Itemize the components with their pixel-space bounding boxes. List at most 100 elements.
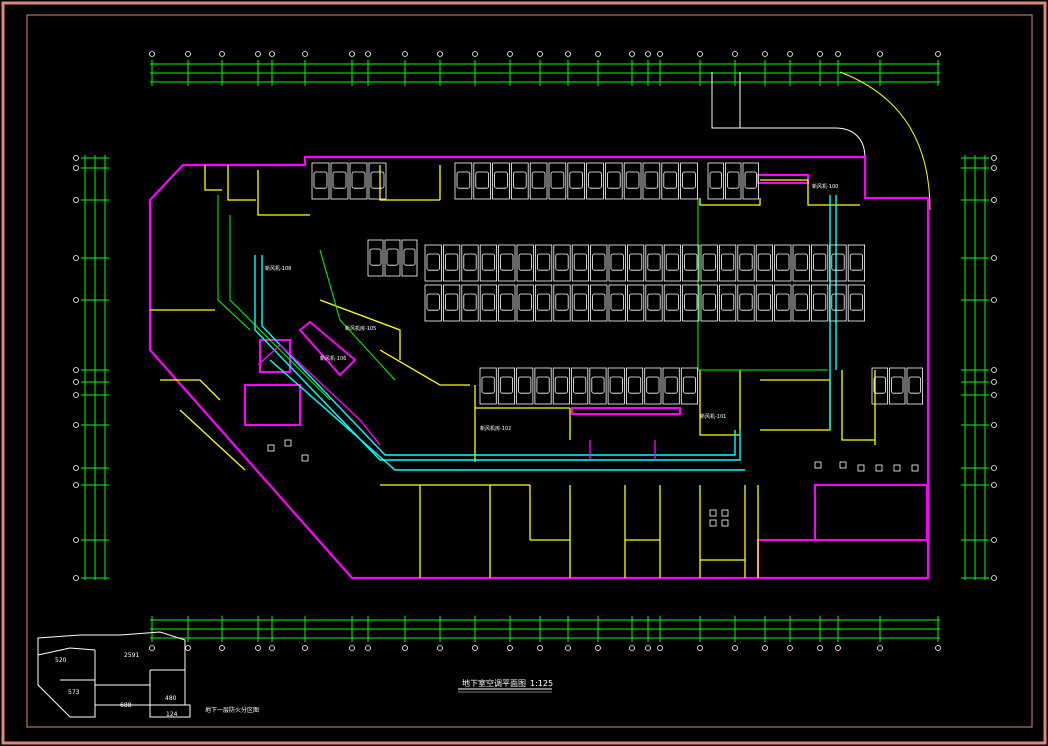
parking-stall	[719, 284, 737, 322]
axis-bubble	[762, 51, 768, 57]
axis-bubble	[991, 165, 997, 171]
axis-bubble	[269, 645, 275, 651]
parking-stall	[661, 162, 679, 200]
room-label-101: 新风机-101	[700, 413, 726, 420]
parking-stall	[330, 162, 349, 200]
axis-bubble	[732, 51, 738, 57]
parking-stalls	[311, 162, 923, 405]
key-plan-zone-labels: 520 2591 573 688 480 124	[55, 652, 178, 718]
column	[721, 509, 729, 517]
structure-lines	[217, 195, 828, 401]
parking-stall	[548, 162, 567, 200]
parking-stall	[682, 284, 700, 322]
axis-bubble	[185, 51, 191, 57]
building-outline	[148, 155, 930, 580]
main-ac-duct	[254, 195, 837, 471]
parking-stall	[682, 244, 700, 282]
axis-bubble	[73, 297, 79, 303]
column	[709, 509, 717, 517]
zone-label-688: 688	[120, 702, 132, 709]
axis-bubble	[697, 51, 703, 57]
parking-stall	[627, 284, 645, 322]
parking-stall	[571, 367, 589, 405]
axis-bubble	[349, 645, 355, 651]
axis-bubble	[877, 645, 883, 651]
column	[709, 519, 717, 527]
parking-stall	[829, 244, 847, 282]
parking-stall	[442, 244, 461, 282]
axis-bubble	[787, 645, 793, 651]
column	[875, 464, 883, 472]
axis-bubble	[991, 155, 997, 161]
parking-stall	[605, 162, 623, 200]
parking-stall	[680, 367, 698, 405]
axis-bubble	[991, 537, 997, 543]
axis-bubble	[73, 255, 79, 261]
axis-bubble	[472, 51, 478, 57]
axis-bubble	[991, 575, 997, 581]
room-label-100: 新风机-100	[812, 183, 838, 190]
zone-label-480: 480	[165, 695, 177, 702]
parking-stall	[774, 244, 792, 282]
zone-label-573: 573	[68, 689, 80, 696]
parking-stall	[906, 367, 923, 405]
axis-bubble	[302, 51, 308, 57]
room-label-106: 新风机-106	[320, 355, 346, 362]
parking-stall	[461, 284, 479, 322]
key-plan-caption: 地下一层防火分区图	[205, 706, 259, 714]
axis-bubble	[472, 645, 478, 651]
axis-bubble	[437, 51, 443, 57]
axis-bubble	[349, 51, 355, 57]
axis-bubble	[645, 51, 651, 57]
parking-stall	[349, 162, 368, 200]
parking-stall	[424, 284, 442, 322]
room-label-105: 新风机房-105	[345, 325, 376, 332]
axis-bubble	[935, 645, 941, 651]
parking-stall	[811, 244, 829, 282]
axis-bubble	[629, 645, 635, 651]
axis-bubble	[835, 645, 841, 651]
axis-bubble	[269, 51, 275, 57]
parking-stall	[479, 244, 498, 282]
axis-bubble	[437, 645, 443, 651]
parking-stall	[755, 244, 774, 282]
parking-stall	[586, 162, 604, 200]
entry-ramp-outer	[711, 72, 866, 159]
axis-bubble	[762, 645, 768, 651]
axis-bubble	[565, 51, 571, 57]
parking-stall	[461, 244, 479, 282]
axis-bubble	[219, 51, 225, 57]
parking-stall	[700, 244, 718, 282]
axis-bubble	[991, 392, 997, 398]
axis-bubble	[657, 645, 663, 651]
axis-bubble	[185, 645, 191, 651]
axis-bubble	[73, 367, 79, 373]
zone-label-520: 520	[55, 657, 67, 664]
axis-bubble	[255, 51, 261, 57]
parking-stall	[498, 284, 516, 322]
duct-accents	[257, 344, 656, 460]
parking-stall	[608, 284, 626, 322]
parking-stall	[516, 284, 534, 322]
axis-bubble	[402, 645, 408, 651]
parking-stall	[644, 367, 662, 405]
axis-bubble	[835, 51, 841, 57]
axis-bubble	[991, 379, 997, 385]
column	[284, 439, 292, 447]
zone-label-2591: 2591	[124, 652, 139, 659]
core-walls	[244, 174, 929, 579]
axis-bubble	[595, 51, 601, 57]
parking-stall	[627, 244, 645, 282]
axis-bubble	[645, 645, 651, 651]
axis-bubble	[565, 645, 571, 651]
axis-bubble	[991, 297, 997, 303]
parking-stall	[492, 162, 510, 200]
room-label-108: 新风机-108	[265, 265, 291, 272]
parking-stall	[829, 284, 847, 322]
parking-stall	[401, 239, 418, 277]
parking-stall	[442, 284, 461, 322]
structural-columns	[267, 439, 919, 527]
axis-bubble	[817, 51, 823, 57]
parking-stall	[516, 244, 534, 282]
